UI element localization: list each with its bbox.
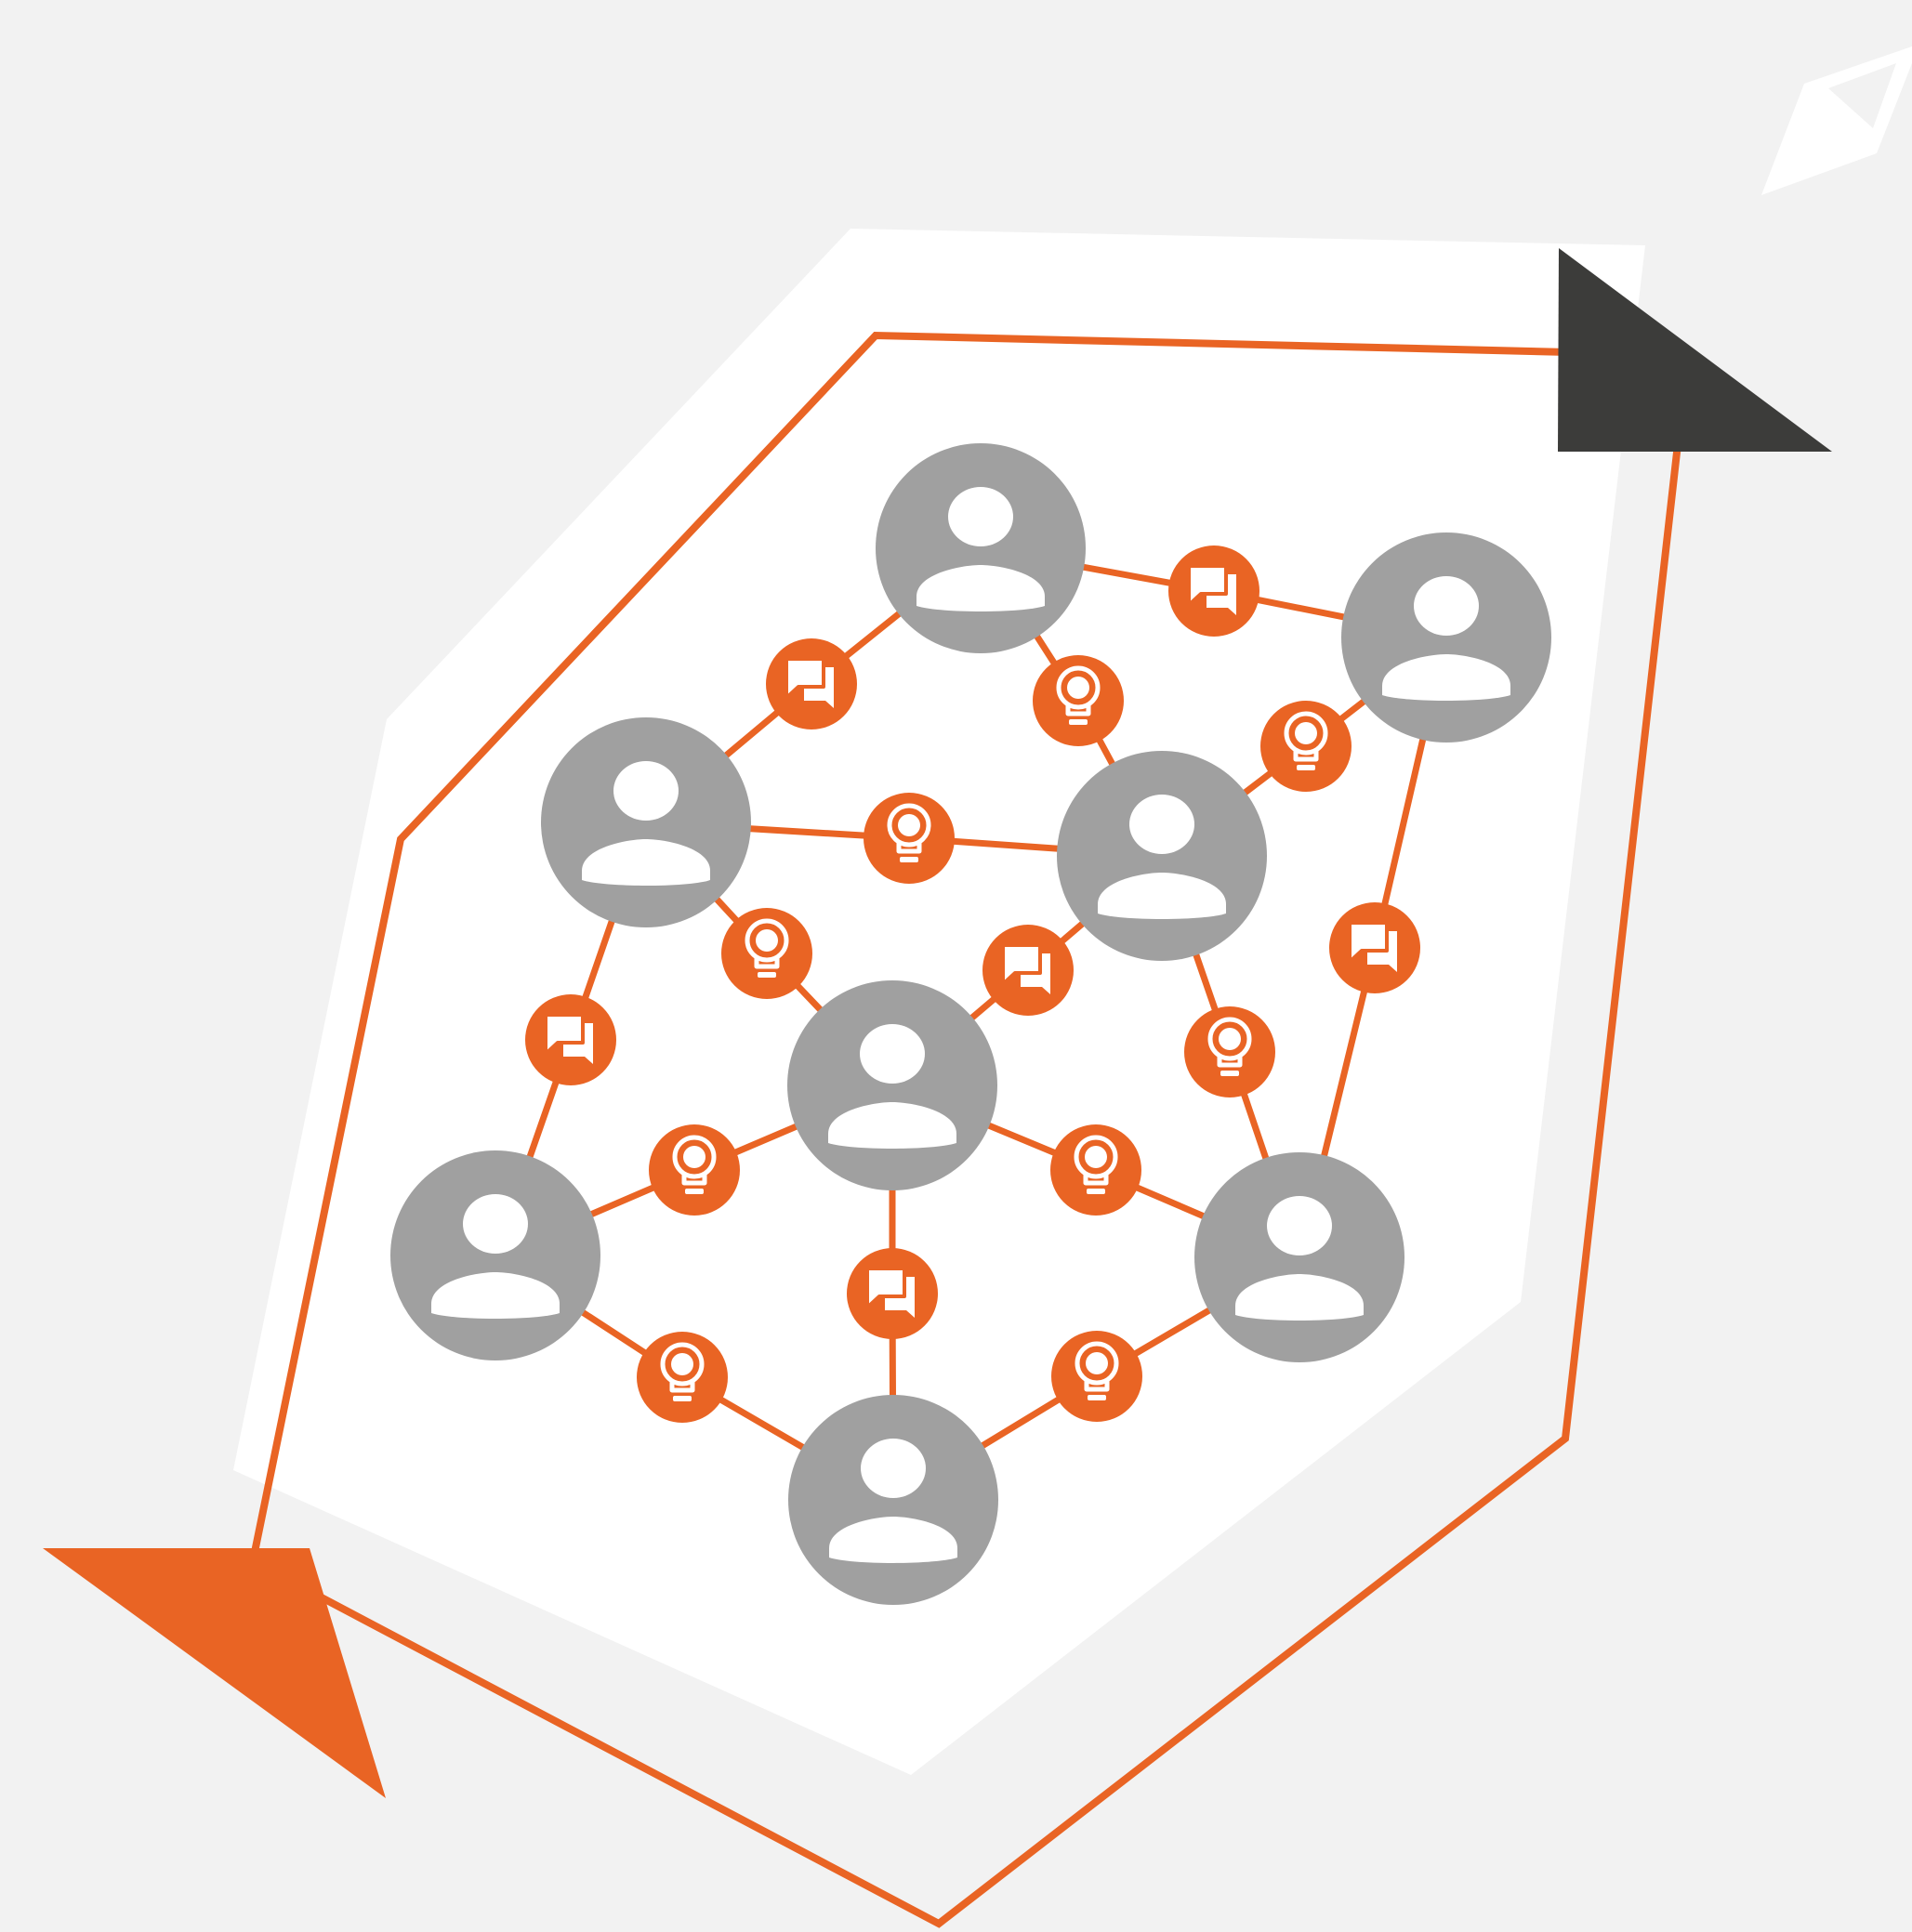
connector-node: [1329, 902, 1420, 993]
chat-icon: [1187, 564, 1236, 615]
connector-node: [1050, 1124, 1141, 1216]
connector-circle: [1033, 655, 1124, 746]
connector-node: [1051, 1331, 1142, 1422]
connector-circle: [1050, 1124, 1141, 1216]
connector-node: [864, 793, 955, 884]
chat-icon: [1001, 943, 1050, 994]
person-node: [1194, 1152, 1404, 1362]
person-circle: [788, 1395, 998, 1605]
person-node: [1341, 532, 1551, 743]
connector-node: [637, 1332, 728, 1423]
dark-triangle: [1558, 248, 1832, 452]
person-circle: [1057, 751, 1267, 961]
lightbulb-icon: [887, 803, 931, 862]
chat-icon: [1348, 921, 1397, 972]
person-circle: [541, 717, 751, 927]
connector-node: [982, 925, 1074, 1016]
person-icon: [829, 1439, 957, 1563]
person-node: [876, 443, 1086, 653]
connector-node: [1033, 655, 1124, 746]
connector-node: [1168, 545, 1259, 637]
person-circle: [1341, 532, 1551, 743]
person-circle: [390, 1150, 600, 1360]
person-icon: [1382, 576, 1510, 701]
people-layer: [390, 443, 1551, 1605]
connector-node: [721, 908, 812, 999]
person-icon: [828, 1024, 956, 1149]
person-node: [390, 1150, 600, 1360]
connector-circle: [1051, 1331, 1142, 1422]
connector-node: [525, 994, 616, 1085]
lightbulb-icon: [672, 1135, 717, 1194]
lightbulb-icon: [1207, 1017, 1252, 1076]
lightbulb-icon: [660, 1342, 705, 1401]
connector-circle: [637, 1332, 728, 1423]
chat-icon: [544, 1013, 593, 1064]
connectors-layer: [525, 545, 1420, 1423]
lightbulb-icon: [1074, 1135, 1118, 1194]
connector-node: [766, 638, 857, 729]
chat-icon: [865, 1267, 915, 1318]
orange-triangle: [43, 1548, 386, 1798]
person-icon: [1235, 1196, 1364, 1321]
person-icon: [431, 1194, 560, 1319]
lightbulb-icon: [745, 918, 789, 978]
person-node: [1057, 751, 1267, 961]
person-circle: [1194, 1152, 1404, 1362]
connector-circle: [864, 793, 955, 884]
connector-circle: [721, 908, 812, 999]
person-node: [787, 980, 997, 1190]
person-node: [788, 1395, 998, 1605]
person-icon: [1098, 795, 1226, 919]
connector-circle: [649, 1124, 740, 1216]
connector-node: [1260, 701, 1352, 792]
person-icon: [916, 487, 1045, 611]
person-circle: [876, 443, 1086, 653]
lightbulb-icon: [1284, 711, 1328, 770]
connector-circle: [1184, 1006, 1275, 1097]
connector-node: [649, 1124, 740, 1216]
person-icon: [582, 761, 710, 886]
chat-icon: [785, 657, 834, 708]
paper-plane-icon: [1761, 46, 1912, 195]
person-circle: [787, 980, 997, 1190]
connector-circle: [1260, 701, 1352, 792]
lightbulb-icon: [1056, 665, 1101, 725]
lightbulb-icon: [1075, 1341, 1119, 1400]
connector-node: [847, 1248, 938, 1339]
connector-node: [1184, 1006, 1275, 1097]
person-node: [541, 717, 751, 927]
